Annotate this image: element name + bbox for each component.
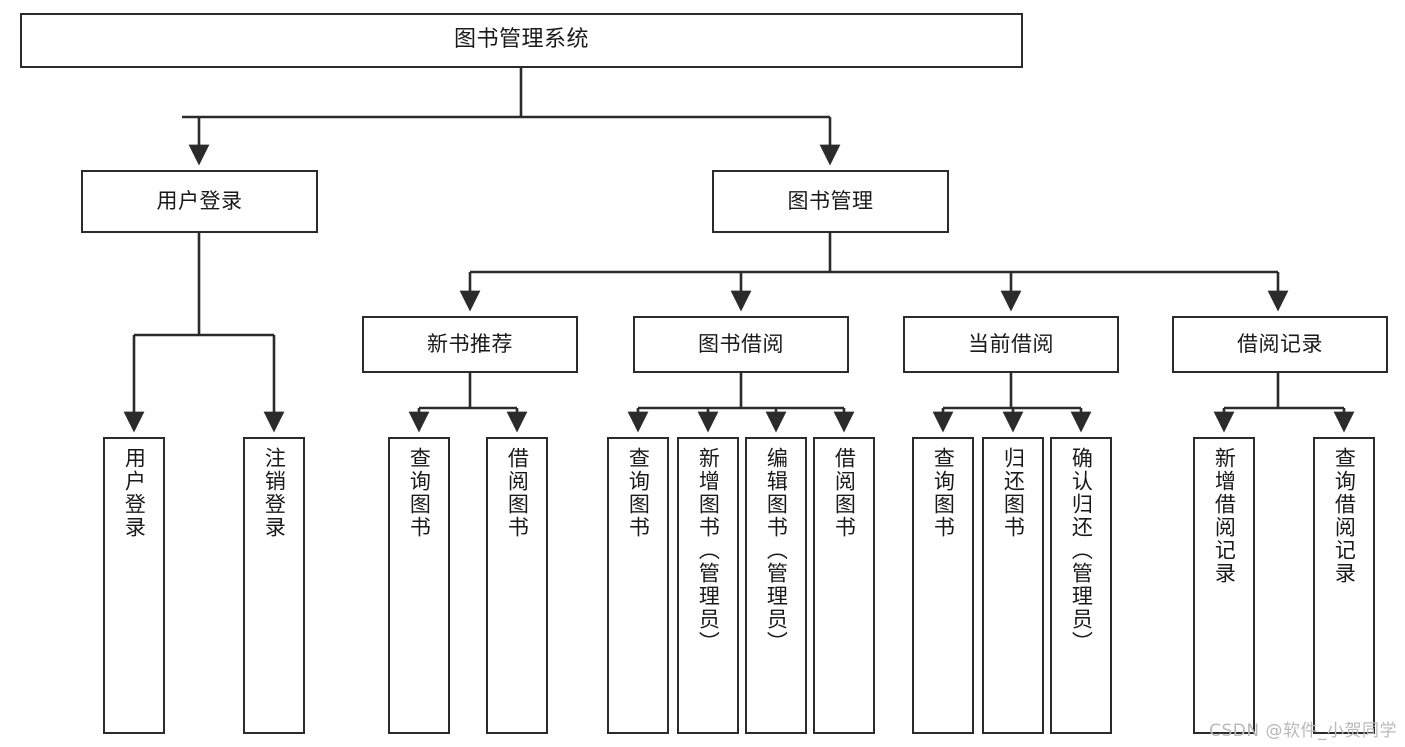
leaf-borrow-books-recommend-label: 借阅图书: [505, 447, 530, 539]
leaf-edit-book-admin[interactable]: 编辑图书（管理员）: [745, 437, 807, 734]
leaf-add-borrow-record-label: 新增借阅记录: [1212, 447, 1237, 585]
leaf-query-borrow-record[interactable]: 查询借阅记录: [1313, 437, 1375, 734]
leaf-return-book-label: 归还图书: [1001, 447, 1026, 539]
leaf-confirm-return-admin[interactable]: 确认归还（管理员）: [1050, 437, 1112, 734]
leaf-logout[interactable]: 注销登录: [243, 437, 305, 734]
node-book-borrow[interactable]: 图书借阅: [633, 316, 849, 373]
node-new-book-recommend-label: 新书推荐: [427, 332, 513, 357]
leaf-return-book[interactable]: 归还图书: [982, 437, 1044, 734]
node-book-management[interactable]: 图书管理: [712, 170, 949, 233]
leaf-query-books-borrow-label: 查询图书: [626, 447, 651, 539]
leaf-query-books-recommend-label: 查询图书: [407, 447, 432, 539]
leaf-logout-label: 注销登录: [262, 447, 287, 539]
watermark: CSDN @软件_小贺同学: [1209, 721, 1397, 741]
leaf-borrow-books-recommend[interactable]: 借阅图书: [486, 437, 548, 734]
node-book-borrow-label: 图书借阅: [698, 332, 784, 357]
leaf-add-book-admin[interactable]: 新增图书（管理员）: [677, 437, 739, 734]
node-user-login-label: 用户登录: [156, 189, 243, 214]
node-current-borrow-label: 当前借阅: [968, 332, 1054, 357]
leaf-user-login[interactable]: 用户登录: [103, 437, 165, 734]
node-current-borrow[interactable]: 当前借阅: [903, 316, 1119, 373]
node-new-book-recommend[interactable]: 新书推荐: [362, 316, 578, 373]
leaf-query-books-recommend[interactable]: 查询图书: [388, 437, 450, 734]
leaf-query-borrow-record-label: 查询借阅记录: [1332, 447, 1357, 585]
leaf-edit-book-admin-label: 编辑图书（管理员）: [764, 447, 789, 654]
node-root-label: 图书管理系统: [453, 27, 589, 53]
node-user-login[interactable]: 用户登录: [81, 170, 318, 233]
leaf-add-borrow-record[interactable]: 新增借阅记录: [1193, 437, 1255, 734]
leaf-add-book-admin-label: 新增图书（管理员）: [696, 447, 721, 654]
leaf-query-books-current[interactable]: 查询图书: [912, 437, 974, 734]
leaf-confirm-return-admin-label: 确认归还（管理员）: [1069, 447, 1094, 654]
leaf-user-login-label: 用户登录: [122, 447, 147, 539]
leaf-query-books-borrow[interactable]: 查询图书: [607, 437, 669, 734]
node-borrow-records[interactable]: 借阅记录: [1172, 316, 1388, 373]
leaf-query-books-current-label: 查询图书: [931, 447, 956, 539]
node-root[interactable]: 图书管理系统: [20, 13, 1023, 68]
node-borrow-records-label: 借阅记录: [1237, 332, 1323, 357]
node-book-management-label: 图书管理: [787, 189, 874, 214]
leaf-lend-book-label: 借阅图书: [832, 447, 857, 539]
leaf-lend-book[interactable]: 借阅图书: [813, 437, 875, 734]
